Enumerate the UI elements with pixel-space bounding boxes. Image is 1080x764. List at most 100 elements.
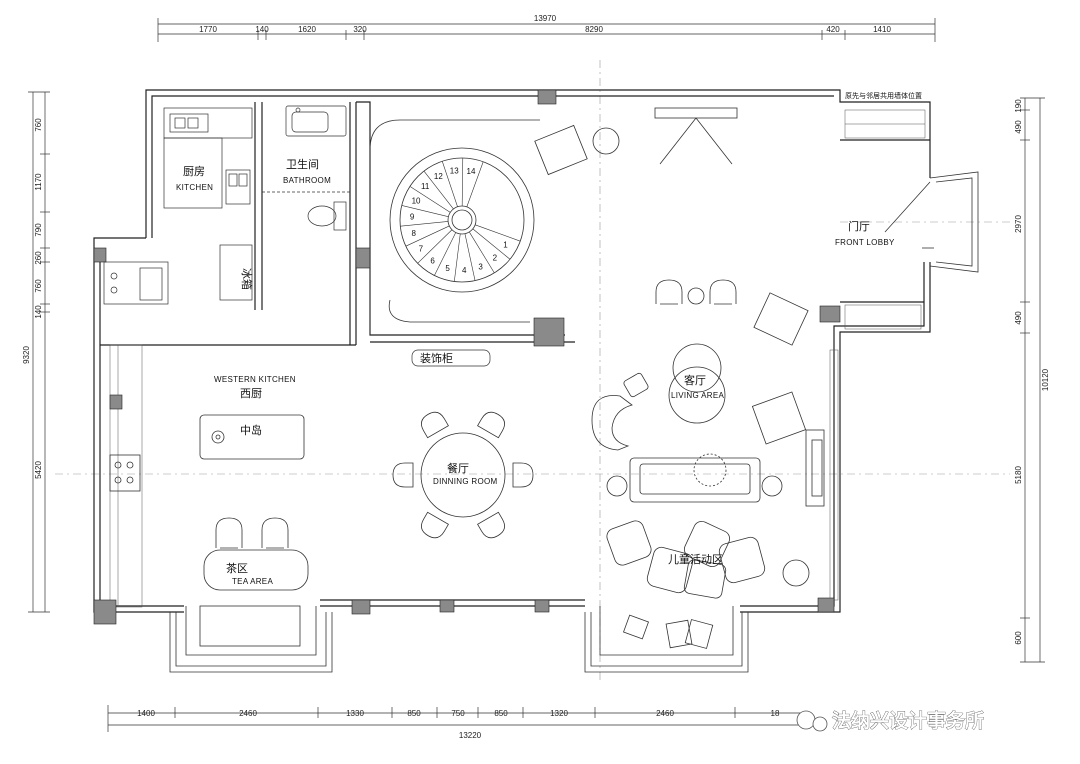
dim-bottom-total: 13220 — [459, 731, 482, 740]
dim-right-seg: 490 — [1014, 120, 1023, 134]
fridge-label: 冰箱 — [240, 268, 254, 290]
dim-top-seg: 420 — [826, 25, 840, 34]
dim-top-seg: 8290 — [585, 25, 603, 34]
dim-right-seg: 600 — [1014, 631, 1023, 645]
stair-tread — [405, 225, 450, 247]
dining-chair — [477, 511, 505, 539]
stair-treads — [400, 158, 521, 282]
stair-tread — [475, 224, 521, 242]
bathroom-label-cn: 卫生间 — [286, 157, 319, 171]
tea-label-en: TEA AREA — [232, 577, 273, 586]
stair-tread — [409, 186, 451, 213]
western-kitchen-label-cn: 西厨 — [240, 387, 262, 400]
stair-tread — [400, 221, 449, 227]
decorative-cabinet — [411, 349, 491, 367]
stair-tread — [401, 205, 449, 218]
dining-label-en: DINNING ROOM — [433, 477, 498, 486]
stair-number: 1 — [503, 241, 508, 250]
left-dimensions — [28, 91, 50, 613]
stair-tread — [434, 232, 457, 276]
stair-number: 2 — [493, 254, 498, 263]
western-kitchen-label-en: WESTERN KITCHEN — [214, 375, 296, 384]
dining-chair — [392, 462, 414, 488]
dim-bottom-seg: 2460 — [656, 709, 674, 718]
shared-wall-note: 原先与邻居共用墙体位置 — [845, 91, 922, 100]
stair-number: 4 — [462, 266, 467, 275]
dim-left-seg: 5420 — [34, 461, 43, 479]
tea-label-cn: 茶区 — [226, 562, 248, 575]
lobby-label-cn: 门厅 — [848, 219, 870, 233]
stair-number: 3 — [478, 262, 483, 271]
living-furniture — [591, 279, 825, 507]
dim-right-seg: 5180 — [1014, 466, 1023, 484]
kitchen-label-en: KITCHEN — [176, 183, 213, 192]
dim-left-seg: 790 — [34, 223, 43, 237]
dining-chair — [421, 411, 449, 439]
stair-number: 14 — [467, 167, 476, 176]
bathroom — [262, 105, 350, 231]
dining-chair — [512, 462, 534, 488]
dim-top-seg: 1770 — [199, 25, 217, 34]
dim-right-seg: 490 — [1014, 311, 1023, 325]
kitchen-label-cn: 厨房 — [183, 165, 205, 178]
right-dimensions — [1020, 97, 1045, 663]
dim-bottom-seg: 2460 — [239, 709, 257, 718]
western-kitchen — [109, 414, 305, 492]
living-label-cn: 客厅 — [684, 373, 706, 387]
kitchen — [103, 107, 253, 305]
stair-tread — [472, 228, 511, 260]
center-axes — [55, 60, 1010, 680]
dim-left-seg: 260 — [34, 251, 43, 265]
dim-bottom-seg: 1400 — [137, 709, 155, 718]
lobby-label-en: FRONT LOBBY — [835, 238, 895, 247]
stair-number: 10 — [412, 196, 421, 205]
dim-left-seg: 760 — [34, 118, 43, 132]
stair-number: 9 — [410, 213, 415, 222]
stair-number: 6 — [430, 256, 435, 265]
dim-left-seg: 1170 — [34, 173, 43, 191]
dim-top-seg: 1620 — [298, 25, 316, 34]
window-bands — [109, 109, 926, 608]
cabinet-label: 装饰柜 — [420, 351, 453, 365]
tea-area — [203, 517, 309, 591]
dim-right-total: 10120 — [1041, 368, 1050, 391]
bottom-dimensions — [107, 705, 800, 732]
stair-number: 12 — [434, 172, 443, 181]
stair-well — [369, 119, 540, 335]
stair-tread — [441, 161, 458, 207]
dim-bottom-seg: 18 — [771, 709, 780, 718]
dining-table — [420, 432, 506, 518]
dim-top-seg: 140 — [255, 25, 269, 34]
stair-number: 7 — [419, 244, 424, 253]
dining-label-cn: 餐厅 — [447, 461, 469, 475]
stair-tread — [417, 229, 453, 264]
lobby-furniture — [534, 107, 934, 249]
stair-tread — [423, 170, 454, 210]
top-dimensions — [157, 18, 936, 42]
stair-number: 5 — [445, 264, 450, 273]
living-label-en: LIVING AREA — [671, 391, 724, 400]
dim-bottom-seg: 1330 — [346, 709, 364, 718]
bathroom-label-en: BATHROOM — [283, 176, 331, 185]
dim-bottom-seg: 850 — [407, 709, 421, 718]
stair-tread — [464, 233, 476, 281]
dim-bottom-seg: 850 — [494, 709, 508, 718]
stair-tread — [469, 231, 495, 274]
dim-right-seg: 2970 — [1014, 215, 1023, 233]
dining-chair — [421, 511, 449, 539]
dining-chair — [477, 411, 505, 439]
dining-chairs — [392, 411, 534, 539]
dim-left-total: 9320 — [22, 346, 31, 364]
bay-windows — [169, 605, 749, 673]
stair-tread — [453, 233, 461, 282]
watermark — [796, 710, 828, 732]
columns — [93, 89, 841, 625]
stair-tread — [466, 161, 484, 207]
stair-tread — [461, 158, 464, 207]
dim-bottom-seg: 750 — [451, 709, 465, 718]
dim-top-total: 13970 — [534, 14, 557, 23]
kids-area — [606, 520, 810, 649]
stair-number: 13 — [450, 167, 459, 176]
